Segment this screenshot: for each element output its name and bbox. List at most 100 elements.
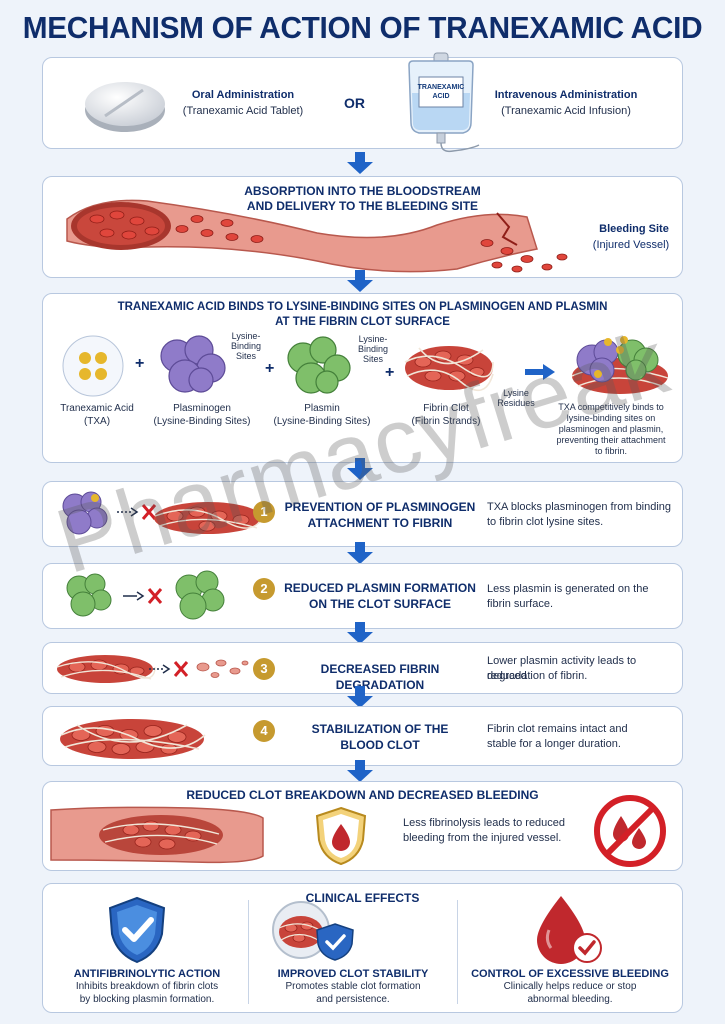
step-4-desc-1: Fibrin clot remains intact and: [487, 723, 628, 735]
iv-title: Intravenous Administration: [494, 89, 638, 101]
step-2-desc-2: fibrin surface.: [487, 598, 554, 610]
step-1-desc-2: to fibrin clot lysine sites.: [487, 516, 604, 528]
step-number-4: 4: [253, 720, 275, 742]
reduced-desc-2: bleeding from the injured vessel.: [403, 832, 562, 844]
plasmin-icon: [175, 570, 225, 620]
fibrin-clot-icon: [56, 655, 156, 683]
plasmin-icon: [66, 573, 112, 617]
step-1-header-2: ATTACHMENT TO FIBRIN: [307, 516, 453, 530]
absorption-panel: ABSORPTION INTO THE BLOODSTREAM AND DELI…: [42, 176, 683, 278]
txa-bound-complex-icon: [571, 336, 669, 394]
plasmin-icon: [287, 336, 351, 394]
divider: [457, 900, 458, 1004]
binding-result-5: to fibrin.: [594, 446, 627, 456]
step-4-header-2: BLOOD CLOT: [340, 738, 420, 752]
plus-sign: +: [135, 355, 145, 372]
fibrin-clot-label-1: Fibrin Clot: [423, 403, 469, 414]
blood-vessel-clot-icon: [50, 806, 264, 864]
clinical-item-3-desc-2: abnormal bleeding.: [527, 994, 613, 1005]
clinical-item-2-title: IMPROVED CLOT STABILITY: [277, 968, 429, 980]
clinical-item-3-title: CONTROL OF EXCESSIVE BLEEDING: [471, 968, 669, 980]
step-1-header-1: PREVENTION OF PLASMINOGEN: [284, 500, 476, 514]
plus-sign: +: [385, 364, 395, 381]
lbs-label-a3: Sites: [235, 351, 256, 361]
binding-header-1: TRANEXAMIC ACID BINDS TO LYSINE-BINDING …: [117, 301, 608, 313]
down-arrow-icon: [347, 686, 373, 708]
step-number-3: 3: [253, 658, 275, 680]
plasminogen-icon: [62, 491, 108, 535]
binding-panel: TRANEXAMIC ACID BINDS TO LYSINE-BINDING …: [42, 293, 683, 463]
blocked-arrow-icon: [117, 504, 157, 520]
txa-molecule-icon: [62, 335, 124, 397]
lysine-residues-1: Lysine: [503, 388, 529, 398]
absorption-header-1: ABSORPTION INTO THE BLOODSTREAM: [244, 184, 481, 198]
binding-result-1: TXA competitively binds to: [558, 402, 664, 412]
blocked-arrow-icon: [123, 588, 163, 604]
bleeding-site-sub: (Injured Vessel): [592, 239, 670, 251]
blood-vessel-icon: [66, 199, 568, 273]
binding-result-3: plasminogen and plasmin,: [558, 424, 664, 434]
step-2-header-2: ON THE CLOT SURFACE: [308, 597, 451, 611]
no-bleeding-icon: [594, 795, 666, 867]
txa-label-2: (TXA): [83, 416, 111, 427]
clinical-item-3-desc-1: Clinically helps reduce or stop: [503, 981, 637, 992]
plus-sign: +: [265, 360, 275, 377]
iv-bag-label-1: TRANEXAMIC: [417, 84, 465, 91]
step-4-panel: 4 STABILIZATION OF THE BLOOD CLOT Fibrin…: [42, 706, 683, 766]
lbs-label-b1: Lysine-: [358, 334, 388, 344]
iv-bag-icon: [408, 52, 480, 153]
step-number-1: 1: [253, 501, 275, 523]
step-2-panel: 2 REDUCED PLASMIN FORMATION ON THE CLOT …: [42, 563, 683, 629]
bleeding-site-label: Bleeding Site: [599, 223, 669, 235]
clinical-item-1-desc-1: Inhibits breakdown of fibrin clots: [75, 981, 219, 992]
step-4-desc-2: stable for a longer duration.: [487, 738, 621, 750]
down-arrow-icon: [347, 270, 373, 292]
clinical-item-1-desc-2: by blocking plasmin formation.: [79, 994, 215, 1005]
page-title: MECHANISM OF ACTION OF TRANEXAMIC ACID: [22, 10, 703, 45]
lbs-label-b2: Binding: [357, 344, 389, 354]
fibrin-clot-label-2: (Fibrin Strands): [411, 416, 481, 427]
iv-bag-label-2: ACID: [432, 93, 450, 100]
step-number-2: 2: [253, 578, 275, 600]
step-3-header-1: DECREASED FIBRIN DEGRADATION: [320, 662, 440, 692]
plasminogen-icon: [160, 335, 226, 393]
lbs-label-a2: Binding: [230, 341, 262, 351]
binding-result-4: preventing their attachment: [556, 435, 666, 445]
binding-header-2: AT THE FIBRIN CLOT SURFACE: [275, 316, 450, 328]
fibrin-clot-icon: [154, 502, 264, 534]
iv-subtitle: (Tranexamic Acid Infusion): [501, 105, 631, 117]
down-arrow-icon: [347, 622, 373, 644]
reduced-bleeding-header: REDUCED CLOT BREAKDOWN AND DECREASED BLE…: [186, 788, 539, 802]
divider: [248, 900, 249, 1004]
shield-check-icon: [108, 896, 166, 964]
binding-result-2: lysine-binding sites on: [566, 413, 656, 423]
blood-drop-check-icon: [537, 896, 602, 964]
fibrin-clot-icon: [404, 346, 494, 392]
fibrin-fragments-icon: [196, 659, 249, 678]
plasmin-label-2: (Lysine-Binding Sites): [273, 416, 371, 427]
lysine-residues-2: Residues: [497, 398, 535, 408]
absorption-header-2: AND DELIVERY TO THE BLEEDING SITE: [246, 199, 479, 213]
clot-shield-icon: [272, 901, 354, 961]
clinical-item-1-title: ANTIFIBRINOLYTIC ACTION: [73, 968, 221, 980]
blocked-arrow-icon: [149, 661, 189, 677]
clinical-item-2-desc-2: and persistence.: [316, 994, 390, 1005]
lbs-label-b3: Sites: [362, 354, 383, 364]
shield-drop-icon: [315, 806, 367, 866]
step-1-panel: 1 PREVENTION OF PLASMINOGEN ATTACHMENT T…: [42, 481, 683, 547]
step-3-panel: 3 DECREASED FIBRIN DEGRADATION Lower pla…: [42, 642, 683, 694]
clinical-effects-header: CLINICAL EFFECTS: [305, 891, 420, 905]
plasminogen-label-2: (Lysine-Binding Sites): [153, 416, 251, 427]
plasmin-label-1: Plasmin: [304, 403, 340, 414]
step-3-desc-2: degradation of fibrin.: [487, 670, 588, 682]
down-arrow-icon: [347, 760, 373, 782]
or-label: OR: [344, 95, 365, 111]
clinical-effects-panel: CLINICAL EFFECTS ANTIFIBRINOLYTIC ACTION…: [42, 883, 683, 1013]
oral-title: Oral Administration: [191, 89, 295, 101]
right-arrow-icon: [525, 364, 555, 380]
down-arrow-icon: [347, 458, 373, 480]
tablet-icon: [85, 82, 165, 132]
down-arrow-icon: [347, 152, 373, 174]
down-arrow-icon: [347, 542, 373, 564]
step-3-desc-1: Lower plasmin activity leads to reduced: [487, 655, 637, 682]
